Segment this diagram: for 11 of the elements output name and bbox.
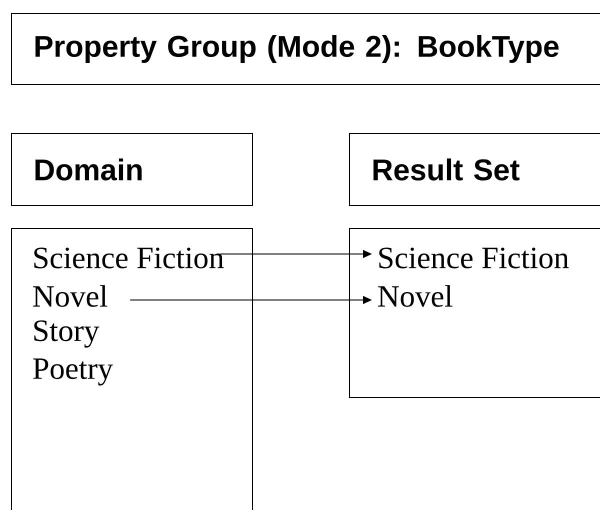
list-box: [11, 228, 253, 510]
list-item: Novel: [378, 285, 452, 307]
list-item: Novel: [33, 285, 108, 307]
list-item: Story: [34, 320, 100, 348]
header-box: Domain: [11, 133, 253, 206]
list-box: [349, 228, 600, 398]
list-item: Science Fiction: [379, 248, 569, 268]
title-box: Property Group (Mode 2): BookType: [11, 13, 600, 85]
list-item: Poetry: [33, 358, 114, 386]
list-item: Science Fiction: [34, 248, 224, 268]
header-box: Result Set: [349, 133, 600, 206]
